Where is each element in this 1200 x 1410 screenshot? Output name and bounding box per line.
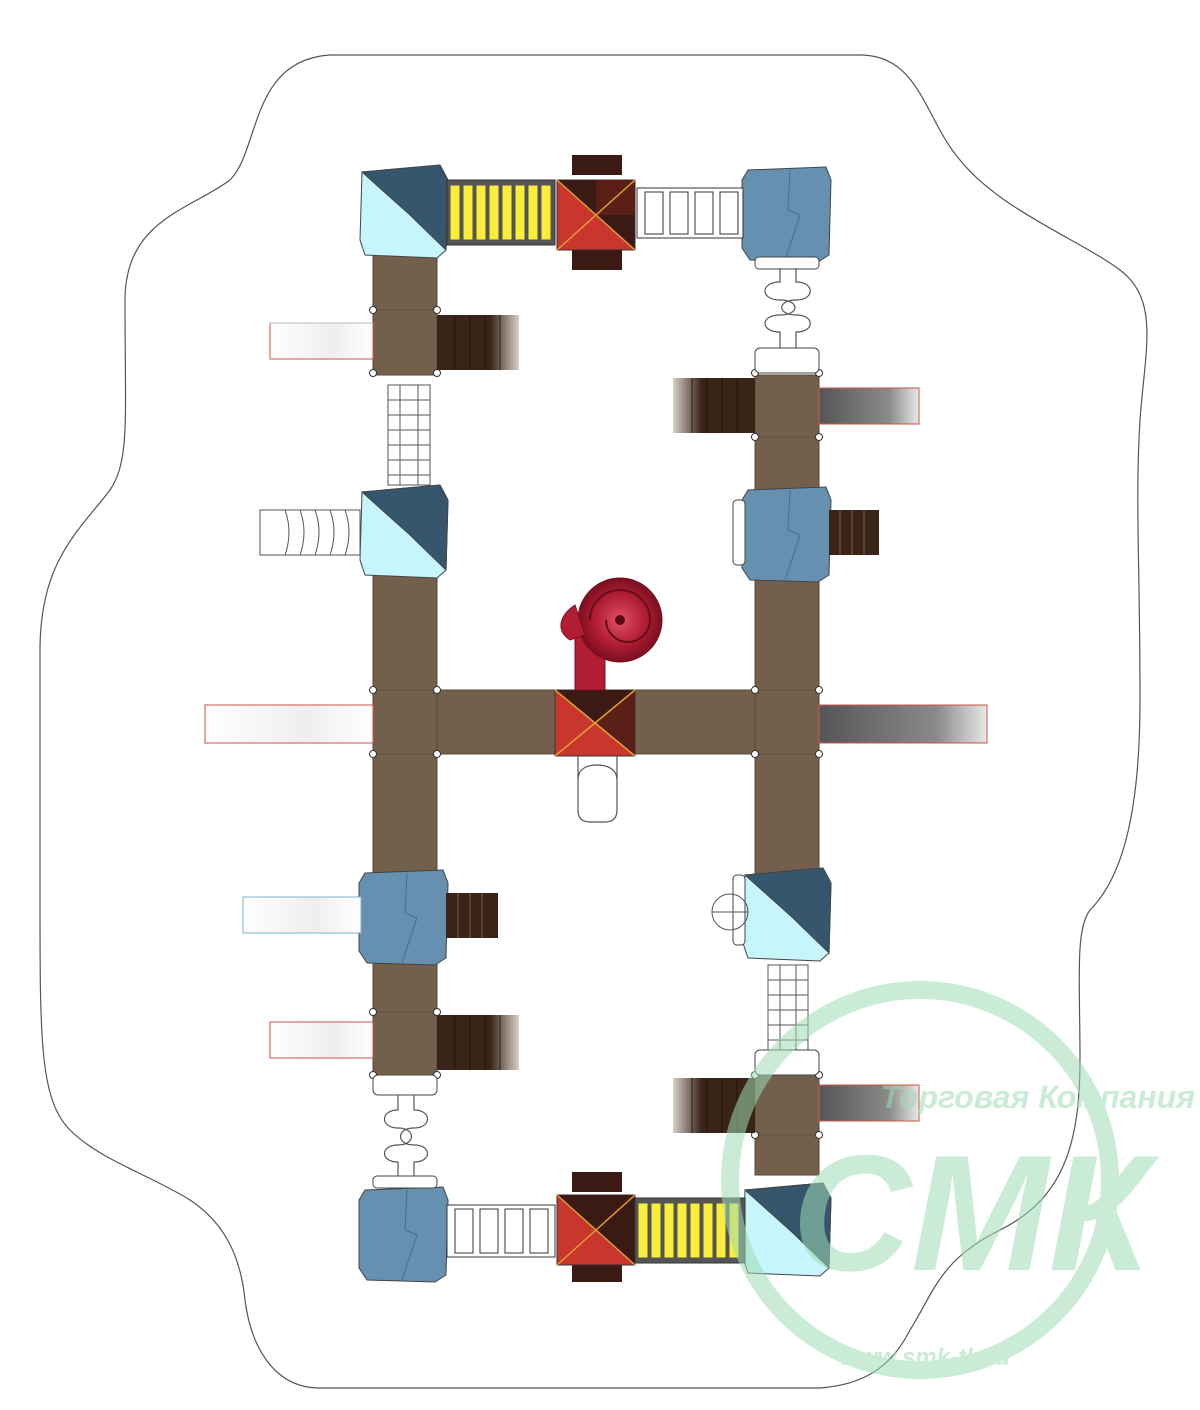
spiral-slide	[560, 577, 663, 691]
slide-left-lower	[269, 1021, 374, 1059]
roof-top-right	[741, 166, 832, 263]
deck-left-main	[372, 574, 438, 876]
bridge-top-yellow	[446, 179, 556, 246]
tunnel-slide-left	[259, 509, 361, 556]
slide-left-upper	[269, 322, 374, 360]
roof-left-second	[359, 484, 449, 579]
watermark-ring	[721, 981, 1119, 1379]
deck-right-lower	[754, 1074, 820, 1176]
stairs-right-upper	[673, 378, 755, 433]
deck-right-main	[754, 574, 820, 876]
roof-top-left	[359, 164, 449, 259]
roof-bottom-right	[742, 1182, 832, 1277]
slide-right-middle	[818, 704, 988, 744]
slide-right-lower	[818, 1084, 920, 1122]
stairs-left-upper	[437, 315, 519, 370]
deck-left-upper	[372, 254, 438, 376]
watermark: Торговая Компания СМК www.smk-tk.ru	[721, 981, 1196, 1379]
roof-right-second	[741, 486, 832, 583]
deck-left-lower	[372, 954, 438, 1076]
watermark-url: www.smk-tk.ru	[840, 1344, 1010, 1371]
roof-middle-center	[554, 689, 636, 757]
deck-seams	[373, 309, 819, 1136]
deck-posts	[369, 306, 823, 1139]
safety-zone-outline	[39, 54, 1148, 1389]
deck-right-upper	[754, 374, 820, 496]
slide-left-middle	[204, 704, 374, 744]
roof-top-center	[556, 155, 636, 270]
landing-pads	[372, 256, 820, 1189]
climber-center	[577, 756, 618, 823]
roof-bottom-center	[556, 1172, 636, 1282]
watermark-company: Торговая Компания	[881, 1079, 1196, 1115]
stairs-left-third	[446, 893, 498, 938]
slide-left-third	[242, 896, 362, 934]
roof-left-third	[358, 869, 449, 966]
bridge-top-white	[636, 187, 744, 239]
stairs-left-lower	[437, 1015, 519, 1070]
slide-right-upper	[818, 387, 920, 425]
ladder-left-upper	[387, 384, 431, 486]
wavy-climber-bottom	[383, 1095, 429, 1176]
roof-right-third	[742, 867, 832, 962]
watermark-brand: СМК	[792, 1121, 1160, 1305]
wavy-climber-top	[764, 268, 811, 348]
round-panel-right	[711, 893, 749, 931]
roof-bottom-left	[358, 1186, 449, 1283]
bridge-bottom-white	[446, 1204, 556, 1258]
stairs-right-second	[829, 510, 879, 555]
